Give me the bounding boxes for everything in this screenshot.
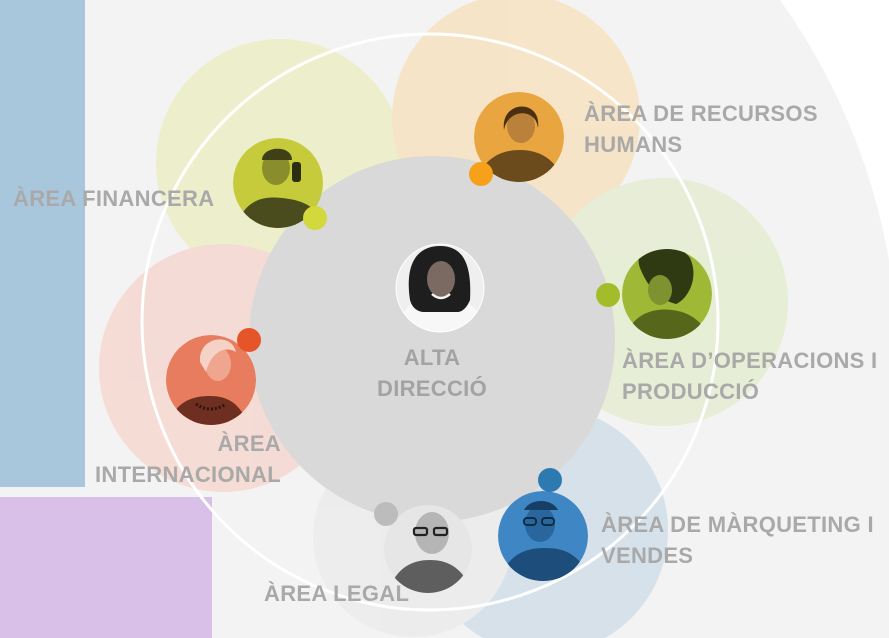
center-title: ALTA DIRECCIÓ: [366, 342, 498, 404]
photo-marqueting: [498, 491, 588, 581]
photo-internacional: [166, 335, 256, 425]
photo-legal: [384, 505, 472, 593]
center-photo: [396, 244, 484, 332]
label-marqueting: ÀREA DE MÀRQUETING I VENDES: [601, 509, 874, 571]
label-operacions: ÀREA D’OPERACIONS I PRODUCCIÓ: [622, 345, 877, 407]
center-title-line2: DIRECCIÓ: [377, 376, 487, 401]
label-legal-line1: ÀREA LEGAL: [264, 581, 410, 606]
label-operacions-line2: PRODUCCIÓ: [622, 379, 760, 404]
label-marqueting-line2: VENDES: [601, 543, 694, 568]
orbit-ring: [140, 32, 720, 612]
center-disc: [249, 156, 615, 522]
label-internacional-line2: INTERNACIONAL: [94, 462, 281, 487]
left-bar: [0, 0, 85, 487]
label-marqueting-line1: ÀREA DE MÀRQUETING I: [601, 512, 874, 537]
dot-legal: [374, 502, 398, 526]
center-title-line1: ALTA: [403, 345, 461, 370]
photo-operacions: [622, 249, 712, 339]
dot-marqueting: [538, 468, 562, 492]
label-recursos-humans: ÀREA DE RECURSOS HUMANS: [584, 98, 818, 160]
dot-recursos-humans: [469, 162, 493, 186]
photo-recursos-humans: [474, 92, 564, 182]
photo-financera: [233, 138, 323, 228]
label-operacions-line1: ÀREA D’OPERACIONS I: [622, 348, 878, 373]
bottom-left-block: [0, 497, 212, 638]
label-internacional: ÀREA INTERNACIONAL: [85, 428, 281, 490]
label-recursos-humans-line1: ÀREA DE RECURSOS: [584, 101, 818, 126]
dot-financera: [303, 206, 327, 230]
label-legal: ÀREA LEGAL: [264, 578, 409, 609]
label-internacional-line1: ÀREA: [217, 431, 281, 456]
label-recursos-humans-line2: HUMANS: [584, 132, 683, 157]
dot-internacional: [237, 328, 261, 352]
label-financera-line1: ÀREA FINANCERA: [13, 186, 215, 211]
label-financera: ÀREA FINANCERA: [13, 183, 214, 214]
dot-operacions: [596, 283, 620, 307]
